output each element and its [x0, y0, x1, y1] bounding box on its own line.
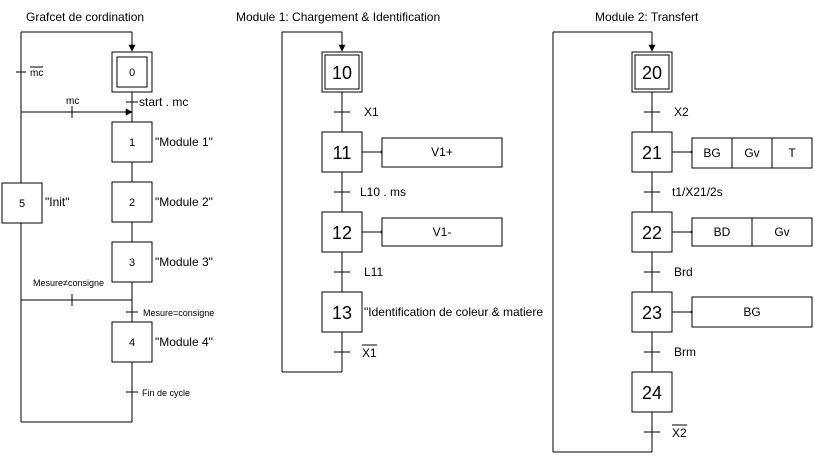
- transition-t1-x21: t1/X21/2s: [672, 185, 723, 199]
- step-3: [111, 241, 153, 283]
- transition-not-x1: X1: [362, 346, 377, 360]
- action-module-1: "Module 1": [155, 135, 213, 149]
- step-24: [631, 371, 673, 413]
- action-22-gv: [751, 217, 813, 247]
- svg-text:12: 12: [332, 223, 352, 243]
- svg-text:22: 22: [642, 223, 662, 243]
- coordination-grafcet: 0 1 2 3 4 5 "Module 1" "Module 2" "Modul…: [1, 31, 214, 423]
- svg-text:BG: BG: [703, 146, 720, 160]
- svg-text:2: 2: [129, 197, 135, 209]
- svg-text:5: 5: [19, 198, 25, 210]
- svg-text:V1+: V1+: [431, 145, 453, 159]
- step-5: [1, 182, 43, 224]
- step-22: [631, 211, 673, 253]
- step-1: [111, 121, 153, 163]
- action-v1-plus: [381, 137, 503, 168]
- svg-text:20: 20: [642, 63, 662, 83]
- transition-l10-ms: L10 . ms: [360, 185, 406, 199]
- action-21-t: [771, 137, 813, 169]
- action-identification: "Identification de coleur & matiere: [364, 305, 543, 319]
- step-2: [111, 181, 153, 223]
- svg-text:23: 23: [642, 303, 662, 323]
- action-23-bg: [691, 296, 813, 328]
- transition-mesure-eq: Mesure=consigne: [143, 308, 214, 318]
- transition-fin-cycle: Fin de cycle: [142, 388, 190, 398]
- transition-start-mc: start . mc: [139, 95, 188, 109]
- coordination-title: Grafcet de cordination: [26, 10, 144, 24]
- step-4: [111, 321, 153, 363]
- svg-text:Gv: Gv: [744, 146, 759, 160]
- module2-title: Module 2: Transfert: [595, 10, 699, 24]
- step-12: [321, 211, 363, 253]
- transition-brd: Brd: [674, 265, 693, 279]
- step-13: [321, 291, 363, 333]
- svg-text:11: 11: [333, 143, 352, 163]
- svg-text:24: 24: [642, 383, 662, 403]
- transition-not-mc: mc: [30, 68, 43, 79]
- step-23: [631, 291, 673, 333]
- action-v1-minus: [381, 217, 503, 247]
- action-init: "Init": [45, 195, 70, 209]
- transition-x1: X1: [364, 105, 379, 119]
- transition-l11: L11: [364, 265, 383, 279]
- svg-text:BG: BG: [743, 305, 760, 319]
- svg-text:V1-: V1-: [433, 225, 452, 239]
- step-21: [631, 131, 673, 173]
- transition-not-x2: X2: [672, 426, 687, 440]
- svg-text:4: 4: [129, 337, 135, 349]
- svg-text:10: 10: [332, 63, 352, 83]
- svg-text:13: 13: [332, 303, 352, 323]
- svg-text:0: 0: [129, 67, 135, 79]
- svg-text:Gv: Gv: [774, 225, 789, 239]
- action-22-bd: [691, 217, 753, 247]
- svg-text:1: 1: [129, 137, 135, 149]
- transition-mesure-diff: Mesure≠consigne: [33, 278, 104, 288]
- transition-x2: X2: [674, 105, 689, 119]
- transition-brm: Brm: [674, 345, 696, 359]
- action-module-4: "Module 4": [155, 335, 213, 349]
- svg-text:BD: BD: [714, 225, 731, 239]
- transition-mc: mc: [66, 96, 79, 107]
- module1-grafcet: 10 11 12 13 V1+ V1- "Identification de c…: [281, 31, 543, 373]
- svg-text:T: T: [788, 146, 796, 160]
- module2-grafcet: 20 21 22 23 24 BG Gv T BD Gv BG X2 t1/X2…: [552, 31, 813, 453]
- action-module-3: "Module 3": [155, 255, 213, 269]
- module1-title: Module 1: Chargement & Identification: [236, 10, 440, 24]
- action-module-2: "Module 2": [155, 195, 213, 209]
- svg-text:21: 21: [642, 143, 662, 163]
- svg-text:3: 3: [129, 257, 135, 269]
